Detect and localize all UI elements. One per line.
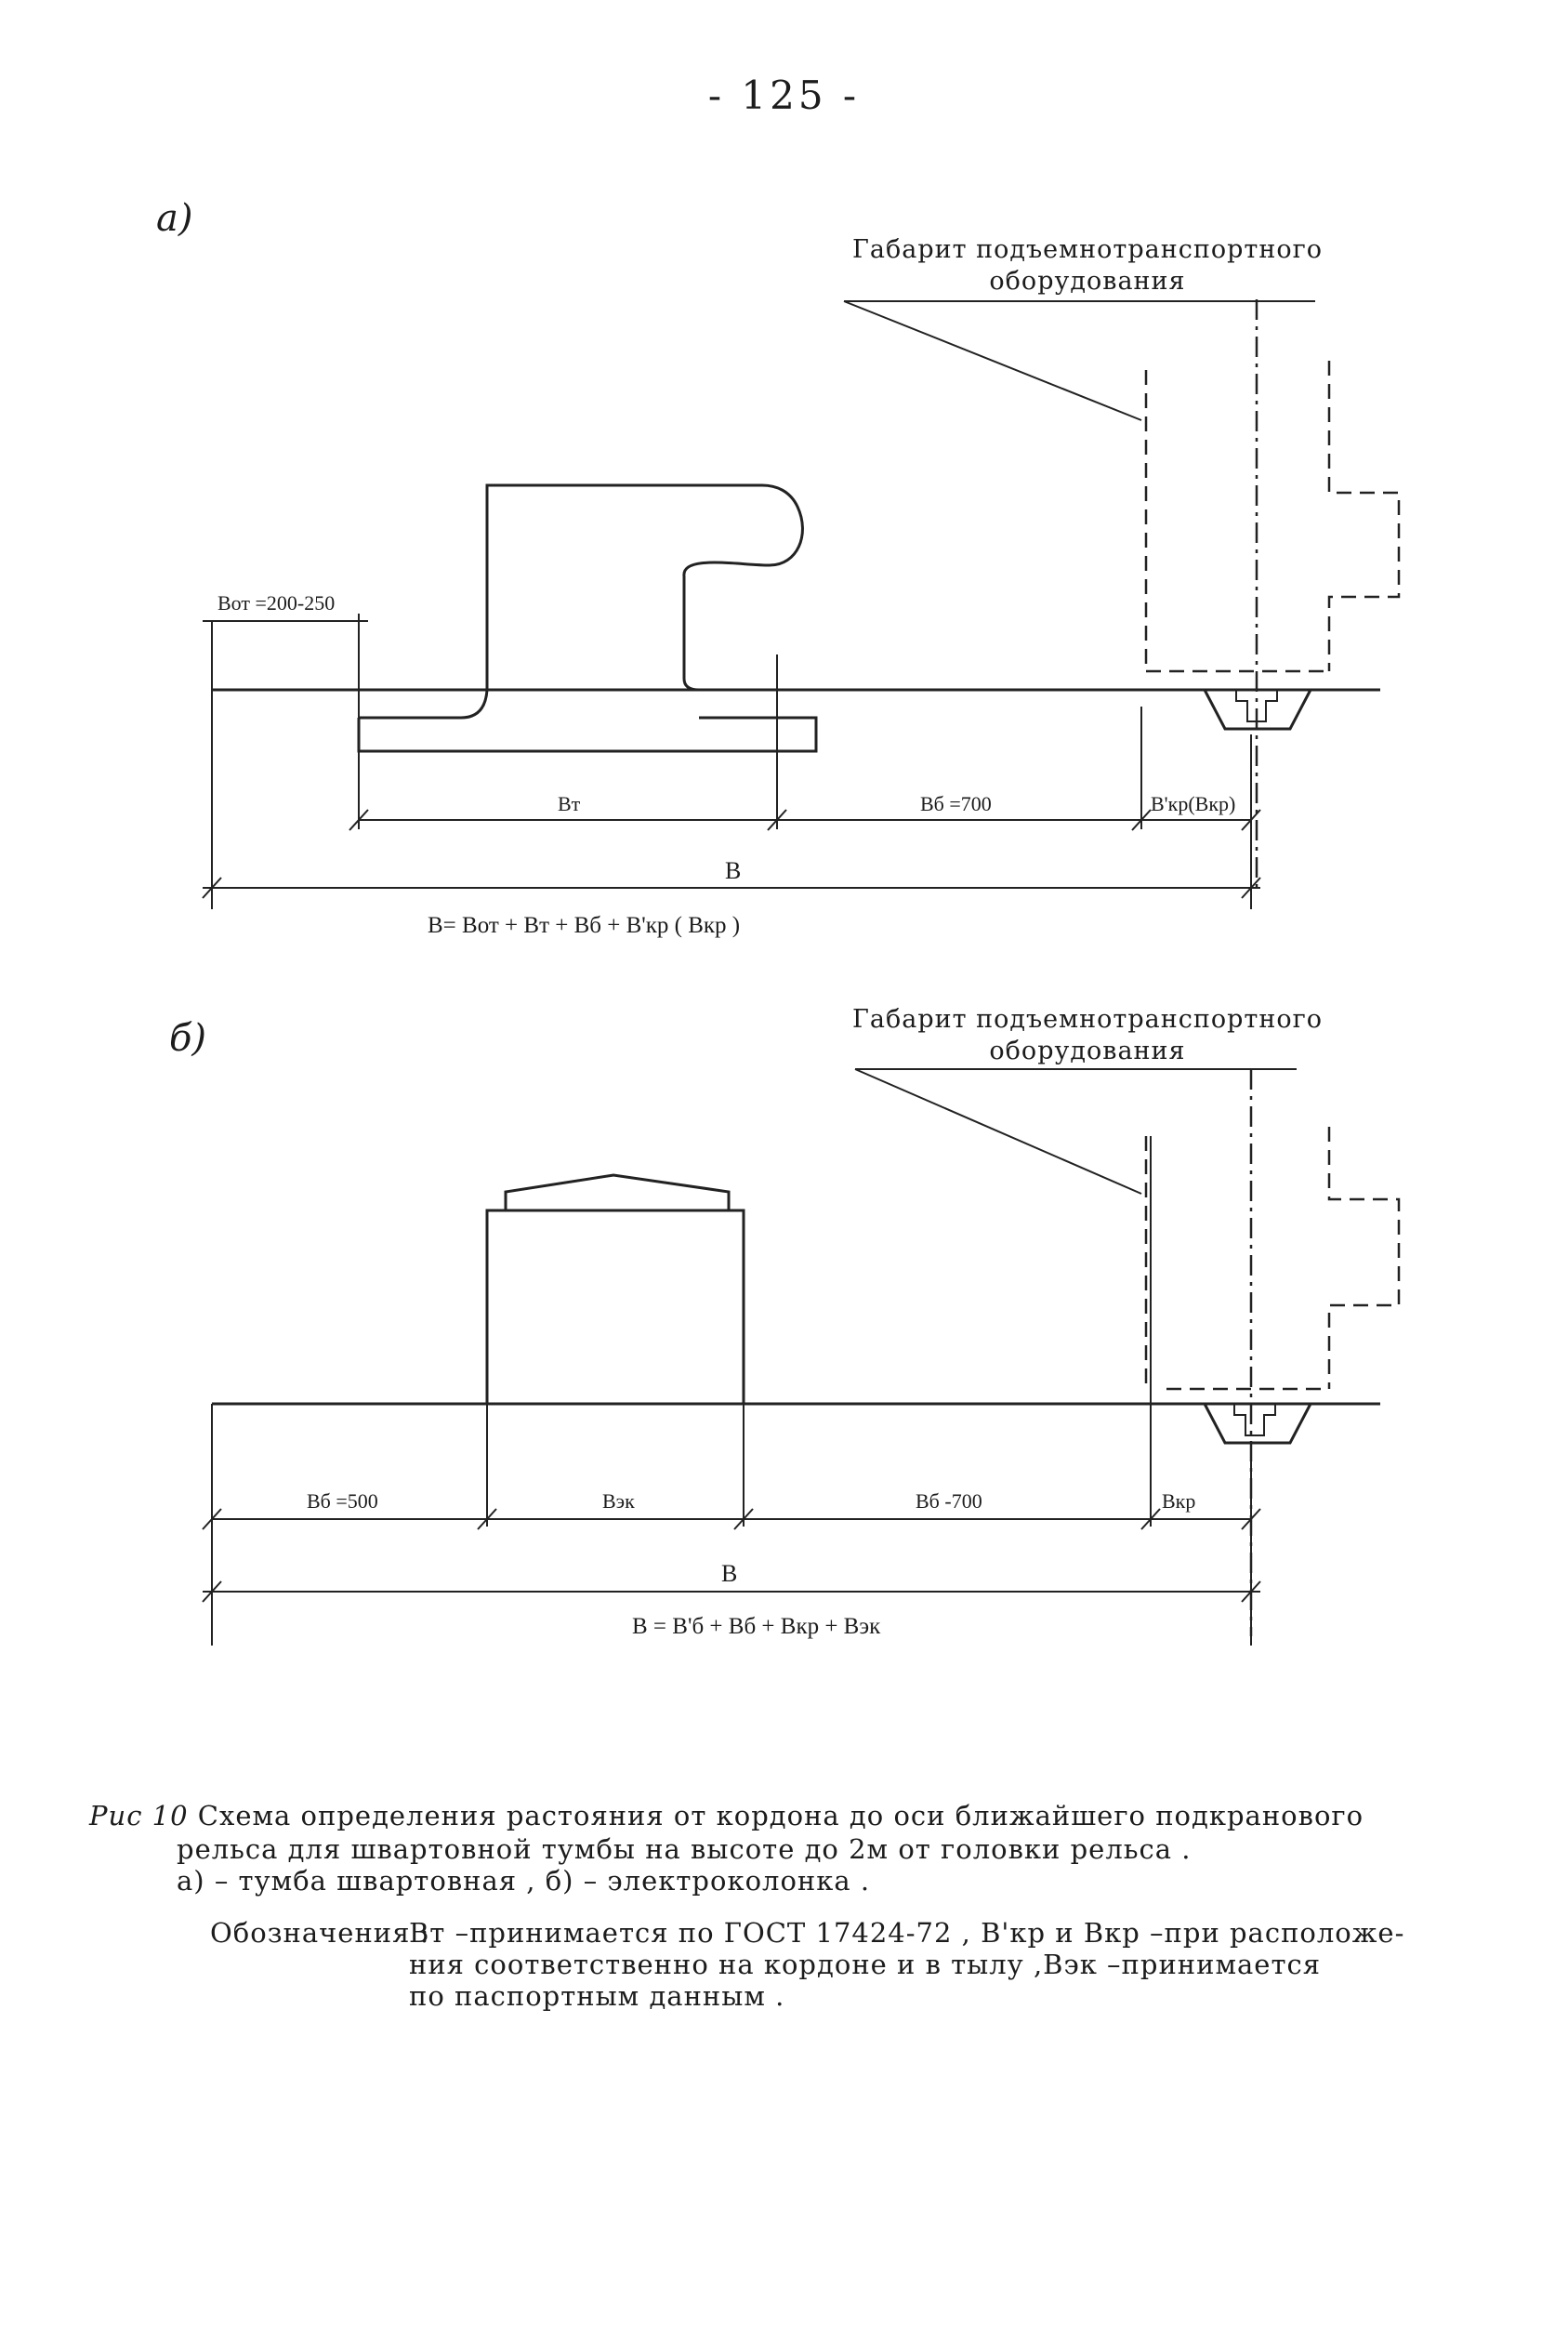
figure-b-rail [1233,1404,1276,1436]
figure-b-dim-total-label: В [721,1560,738,1587]
figure-a-dim-bkr-label: В'кр(Вкр) [1151,792,1236,815]
figure-a-label: a) [156,197,193,240]
tick [349,809,369,831]
figure-b-gabarit-line1: Габарит подъемнотранспортного [852,1005,1323,1034]
figure-a-dim-total-label: В [725,857,742,884]
figure-b-formula: В = В'б + Вб + Вкр + Вэк [632,1614,881,1639]
figure-a-gabarit-line2: оборудования [989,267,1186,296]
figure-caption-line2: рельса для швартовной тумбы на высоте до… [177,1833,1192,1865]
figure-a-bollard [485,483,804,692]
notes-line2: ния соответственно на кордоне и в тылу ,… [409,1949,1322,1980]
figure-a-gabarit-caption: Габарит подъемнотранспортного оборудован… [818,234,1357,297]
tick [1241,877,1261,899]
figure-a-gabarit-leader [843,300,1142,421]
figure-a-rail-trench [1203,689,1312,731]
figure-a-bollard-fillet [460,689,489,720]
figure-a-dim-bot-label: Вот =200-250 [217,591,336,615]
figure-b-gabarit-leader [854,1068,1142,1195]
figure-a-drawing [202,299,1401,909]
figure-b-column-body [485,1209,745,1404]
figure-caption-line3: а) – тумба швартовная , б) – электроколо… [177,1865,871,1897]
figure-a-dim-bb-label: Вб =700 [920,792,992,815]
figure-b-label: б) [169,1017,207,1060]
figure-b-gabarit-right-edge [1327,1127,1401,1389]
figure-a-rail [1235,690,1278,722]
tick [1241,809,1261,831]
figure-b-dim-bb1-label: Вб =500 [307,1489,378,1513]
tick [1241,1508,1261,1530]
tick [477,1508,497,1530]
notes-line3: по паспортным данным . [409,1980,785,2012]
figure-b-dim-bek-label: Вэк [602,1489,635,1513]
figure-b-rail-trench [1203,1403,1312,1445]
figure-a-formula: В= Вот + Вт + Вб + В'кр ( Вкр ) [428,913,741,938]
figure-b-gabarit-caption: Габарит подъемнотранспортного оборудован… [818,1004,1357,1067]
tick [1140,1508,1161,1530]
tick [767,809,787,831]
figure-b-dim-bb2-label: Вб -700 [916,1489,982,1513]
figure-b-gabarit-line2: оборудования [989,1037,1186,1065]
figure-b-column-cap [487,1173,731,1212]
figure-caption-prefix: Рис 10 [89,1800,189,1831]
tick [202,1508,222,1530]
tick [733,1508,754,1530]
figure-a-gabarit-right-edge [1327,361,1401,671]
tick [1241,1580,1261,1603]
notes-line1: Вт –принимается по ГОСТ 17424-72 , В'кр … [409,1917,1405,1949]
figure-a-gabarit-line1: Габарит подъемнотранспортного [852,235,1323,264]
figure-b-drawing [202,1068,1401,1646]
tick [202,1580,222,1603]
figure-caption-line1: Схема определения растояния от кордона д… [197,1800,1364,1831]
figure-a-dim-bt-label: Вт [558,792,581,815]
figure-b-dim-bkr-label: Вкр [1162,1489,1196,1513]
notes-label: Обозначения : [210,1917,430,1949]
figure-caption: Рис 10 Схема определения растояния от ко… [89,1800,1364,1831]
figure-a-base-plate [357,716,818,753]
page-number: - 125 - [707,73,861,118]
tick [202,877,222,899]
tick [1131,809,1152,831]
